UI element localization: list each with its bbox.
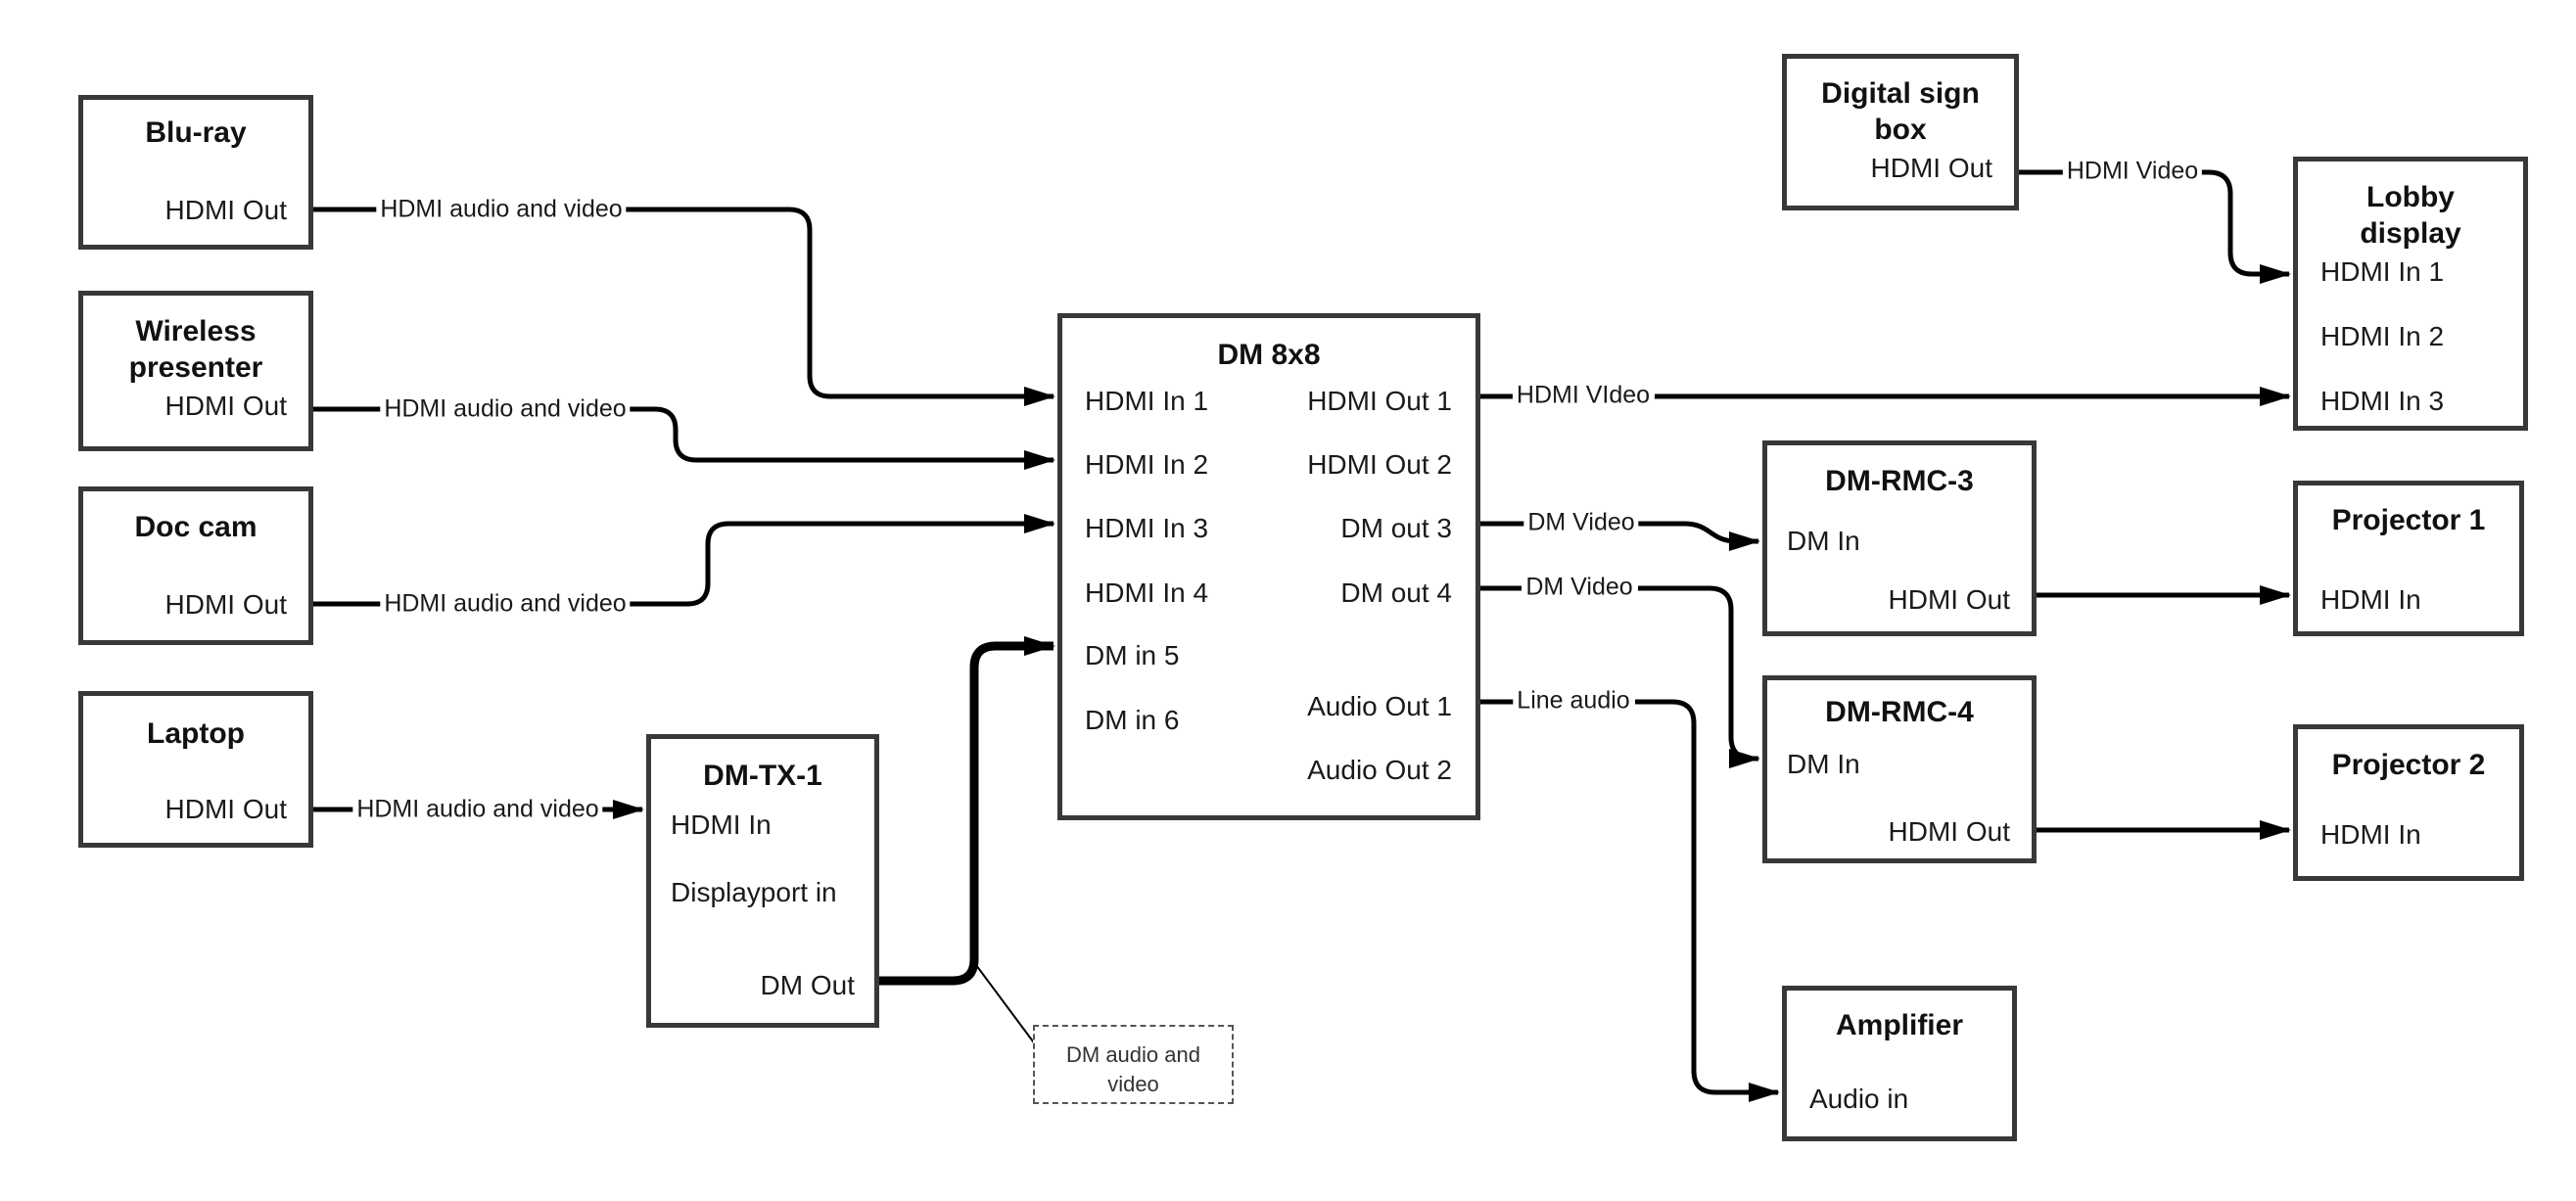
- node-title: DM-RMC-4: [1825, 696, 1974, 728]
- node-projector-1: Projector 1 HDMI In: [2293, 481, 2524, 636]
- port-hdmi-in-1: HDMI In 1: [2320, 256, 2445, 287]
- node-projector-2: Projector 2 HDMI In: [2293, 724, 2524, 881]
- wire-label-hdmi-video-out1: HDMI VIdeo: [1512, 381, 1655, 410]
- wire-label-wireless-av: HDMI audio and video: [380, 394, 631, 424]
- port-hdmi-out: HDMI Out: [1870, 153, 1992, 183]
- node-title: Laptop: [147, 717, 245, 750]
- port-hdmi-in: HDMI In: [2320, 819, 2421, 850]
- wire-dm8x8-aout1-to-amp: [1635, 699, 1780, 1102]
- port-hdmi-in-1: HDMI In 1: [1085, 386, 1209, 416]
- port-hdmi-in: HDMI In: [2320, 584, 2421, 615]
- port-dm-out-3: DM out 3: [1340, 513, 1452, 543]
- node-title: Projector 2: [2331, 749, 2486, 781]
- port-hdmi-in-3: HDMI In 3: [1085, 513, 1209, 543]
- port-dm-out-4: DM out 4: [1340, 577, 1452, 608]
- port-audio-in: Audio in: [1809, 1084, 1909, 1114]
- wire-dm8x8-out4-to-rmc4: [1638, 585, 1760, 768]
- node-doc-cam: Doc cam HDMI Out: [78, 486, 313, 645]
- port-dm-out: DM Out: [760, 970, 855, 1000]
- wire-label-hdmi-video-sign: HDMI Video: [2062, 157, 2203, 186]
- port-dm-in: DM In: [1787, 749, 1860, 779]
- node-amplifier: Amplifier Audio in: [1782, 986, 2017, 1141]
- wire-wireless-to-dm8x8-in2: [622, 406, 1055, 470]
- port-hdmi-in-2: HDMI In 2: [1085, 449, 1209, 480]
- node-title: Digital sign box: [1821, 77, 1980, 146]
- node-lobby-display: Lobby display HDMI In 1 HDMI In 2 HDMI I…: [2293, 157, 2528, 431]
- port-hdmi-out-2: HDMI Out 2: [1307, 449, 1452, 480]
- port-hdmi-in-3: HDMI In 3: [2320, 386, 2445, 416]
- port-hdmi-out: HDMI Out: [1888, 816, 2010, 847]
- port-hdmi-out: HDMI Out: [1888, 584, 2010, 615]
- node-title: DM-RMC-3: [1825, 465, 1974, 497]
- port-hdmi-out-1: HDMI Out 1: [1307, 386, 1452, 416]
- node-dm-tx-1: DM-TX-1 HDMI In Displayport in DM Out: [646, 734, 879, 1028]
- port-audio-out-1: Audio Out 1: [1307, 691, 1452, 721]
- wire-sign-to-lobby-in1: [2201, 169, 2291, 284]
- node-title: DM-TX-1: [703, 760, 822, 792]
- node-dm-8x8: DM 8x8 HDMI In 1 HDMI In 2 HDMI In 3 HDM…: [1057, 313, 1480, 820]
- wire-doccam-to-dm8x8-in3: [622, 514, 1055, 607]
- node-bluray: Blu-ray HDMI Out: [78, 95, 313, 250]
- port-hdmi-in-4: HDMI In 4: [1085, 577, 1209, 608]
- port-audio-out-2: Audio Out 2: [1307, 755, 1452, 785]
- port-hdmi-out: HDMI Out: [164, 794, 287, 824]
- wire-label-doccam-av: HDMI audio and video: [380, 589, 631, 619]
- port-hdmi-out: HDMI Out: [164, 391, 287, 421]
- port-dm-in-5: DM in 5: [1085, 640, 1180, 670]
- annotation-dm-audio-video: DM audio and video: [1033, 1025, 1234, 1104]
- port-displayport-in: Displayport in: [671, 877, 837, 907]
- node-dm-rmc-3: DM-RMC-3 DM In HDMI Out: [1762, 440, 2037, 636]
- wire-label-dm-video-out3: DM Video: [1523, 508, 1639, 537]
- port-dm-in-6: DM in 6: [1085, 705, 1180, 735]
- node-digital-sign-box: Digital sign box HDMI Out: [1782, 54, 2019, 210]
- wire-label-dm-video-out4: DM Video: [1522, 573, 1637, 602]
- node-title: Lobby display: [2360, 181, 2461, 250]
- port-hdmi-out: HDMI Out: [164, 195, 287, 225]
- node-laptop: Laptop HDMI Out: [78, 691, 313, 848]
- note-callout-line: [975, 964, 1037, 1046]
- node-title: Doc cam: [134, 511, 258, 543]
- wire-label-line-audio: Line audio: [1513, 686, 1634, 716]
- wire-dm8x8-out3-to-rmc3: [1638, 521, 1760, 551]
- node-dm-rmc-4: DM-RMC-4 DM In HDMI Out: [1762, 675, 2037, 863]
- annotation-text: DM audio and video: [1066, 1042, 1200, 1096]
- wire-dmtx1-to-dm8x8-in5: [879, 636, 1055, 986]
- node-title: DM 8x8: [1217, 339, 1321, 371]
- node-wireless-presenter: Wireless presenter HDMI Out: [78, 291, 313, 451]
- node-title: Projector 1: [2331, 504, 2486, 536]
- node-title: Wireless presenter: [128, 315, 263, 384]
- node-title: Blu-ray: [145, 116, 247, 149]
- wire-label-bluray-av: HDMI audio and video: [376, 195, 627, 224]
- wire-bluray-to-dm8x8-in1: [620, 207, 1055, 406]
- port-hdmi-in-2: HDMI In 2: [2320, 321, 2445, 351]
- port-hdmi-out: HDMI Out: [164, 589, 287, 620]
- node-title: Amplifier: [1835, 1009, 1964, 1041]
- port-hdmi-in: HDMI In: [671, 809, 772, 840]
- wire-label-laptop-av: HDMI audio and video: [352, 795, 603, 824]
- port-dm-in: DM In: [1787, 526, 1860, 556]
